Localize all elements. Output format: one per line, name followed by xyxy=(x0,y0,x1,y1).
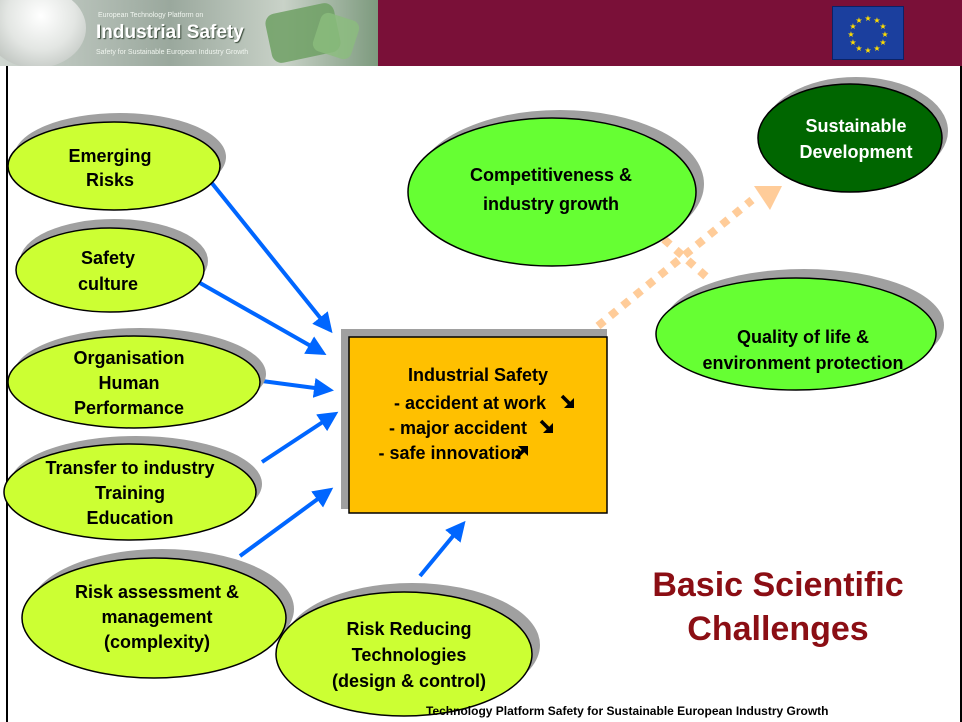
logo-tagline: Safety for Sustainable European Industry… xyxy=(96,49,249,56)
svg-text:★: ★ xyxy=(879,22,886,31)
slide-border-right xyxy=(960,66,962,722)
svg-text:★: ★ xyxy=(849,38,856,47)
svg-text:★: ★ xyxy=(855,44,862,53)
arrow-organisation xyxy=(261,377,334,398)
arrow-transfer xyxy=(260,411,339,464)
arrow-risk-assessment xyxy=(238,487,334,558)
center-box-industrial-safety: Industrial Safety - accident at work - m… xyxy=(341,329,608,514)
footer-text: Technology Platform Safety for Sustainab… xyxy=(426,704,829,718)
arrow-risk-reducing xyxy=(418,520,466,578)
svg-text:★: ★ xyxy=(864,14,871,23)
arrow-down-right-icon xyxy=(539,419,553,433)
svg-text:★: ★ xyxy=(873,16,880,25)
logo-title: Industrial Safety xyxy=(96,22,244,43)
basic-scientific-challenges-title: Basic Scientific Challenges xyxy=(608,563,948,651)
svg-text:★: ★ xyxy=(847,30,854,39)
eu-stars-icon: ★★★ ★★★ ★★★ ★★★ xyxy=(847,14,888,55)
svg-text:Industrial Safety: Industrial Safety xyxy=(408,365,548,385)
dotted-arrowhead xyxy=(754,186,782,210)
svg-text:- major accident: - major accident xyxy=(389,418,527,438)
svg-text:★: ★ xyxy=(873,44,880,53)
arrow-down-right-icon xyxy=(560,394,574,408)
arrow-emerging-risks xyxy=(205,175,333,334)
svg-text:★: ★ xyxy=(855,16,862,25)
eu-flag-icon: ★★★ ★★★ ★★★ ★★★ xyxy=(832,6,904,60)
svg-text:- accident at work: - accident at work xyxy=(394,393,547,413)
outcome-node-competitiveness: Competitiveness &industry growth xyxy=(407,110,704,267)
challenges-line-1: Basic Scientific xyxy=(652,566,904,604)
svg-text:★: ★ xyxy=(881,30,888,39)
dotted-arrow-sustainable xyxy=(595,196,755,330)
helmet-icon xyxy=(0,0,86,66)
slide-border-left xyxy=(6,66,8,722)
svg-text:Risk assessment &management(co: Risk assessment &management(complexity) xyxy=(75,582,239,652)
svg-text:Competitiveness &industry grow: Competitiveness &industry growth xyxy=(470,165,632,214)
svg-text:Quality of life &environment p: Quality of life &environment protection xyxy=(702,327,903,373)
input-node-risk-assessment: Risk assessment &management(complexity) xyxy=(21,549,294,679)
svg-text:★: ★ xyxy=(849,22,856,31)
svg-text:★: ★ xyxy=(864,46,871,55)
challenges-line-2: Challenges xyxy=(687,610,869,648)
arrow-up-right-icon xyxy=(514,446,528,460)
industrial-safety-logo: European Technology Platform on Industri… xyxy=(0,0,378,66)
outcome-node-quality-of-life: Quality of life &environment protection xyxy=(655,269,944,391)
logo-small-text: European Technology Platform on xyxy=(98,12,204,19)
svg-text:★: ★ xyxy=(879,38,886,47)
svg-text:- safe innovation: - safe innovation xyxy=(378,443,521,463)
arrow-safety-culture xyxy=(199,281,327,355)
